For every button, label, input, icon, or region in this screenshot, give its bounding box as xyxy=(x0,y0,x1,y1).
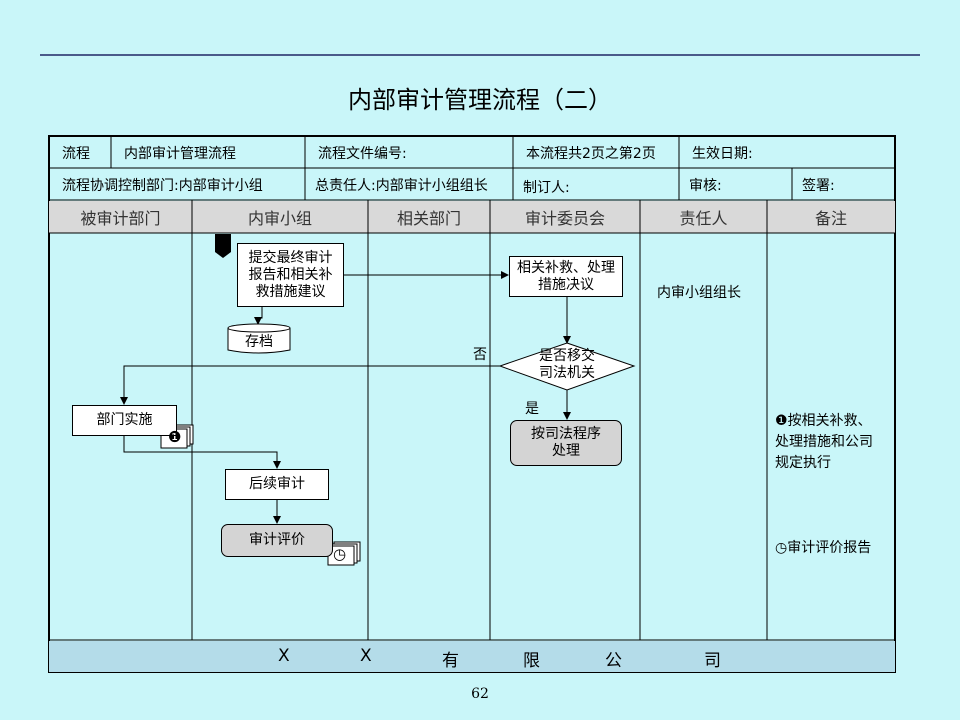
node-dept-implement: 部门实施 xyxy=(72,405,177,436)
node-submit-report-line1: 提交最终审计 xyxy=(248,249,333,266)
note1-text: ❶按相关补救、 处理措施和公司 规定执行 xyxy=(775,411,873,474)
note2-label: 审计评价报告 xyxy=(787,540,872,556)
header-reviewer: 审核: xyxy=(689,177,722,194)
lane-remarks: 备注 xyxy=(814,209,847,228)
note2-clock-icon: ◷ xyxy=(775,540,788,556)
footer-letter-5: 公 xyxy=(605,651,622,671)
lane-audited-dept: 被审计部门 xyxy=(80,209,161,228)
node-archive-label: 存档 xyxy=(245,334,273,350)
header-page-count: 本流程共2页之第2页 xyxy=(526,145,656,162)
page-number: 62 xyxy=(471,686,489,702)
note1-line3: 规定执行 xyxy=(775,455,831,471)
note1-marker: ❶ xyxy=(775,413,788,429)
clock-icon: ◷ xyxy=(333,545,347,563)
note1-line1: 按相关补救、 xyxy=(787,413,872,429)
node-audit-evaluation: 审计评价 xyxy=(221,524,333,557)
node-judicial-process: 按司法程序 处理 xyxy=(510,420,622,466)
archive-cylinder xyxy=(227,323,291,354)
top-rule xyxy=(40,54,920,56)
lane-separators xyxy=(191,200,768,640)
footer-letter-3: 有 xyxy=(442,651,459,671)
header-coordination-dept: 流程协调控制部门:内部审计小组 xyxy=(62,177,263,194)
note1-line2: 处理措施和公司 xyxy=(775,434,873,450)
header-signature: 签署: xyxy=(802,177,835,194)
footer-letter-6: 司 xyxy=(704,651,721,671)
marker-note1-on-doc: ❶ xyxy=(168,428,182,446)
footer-band xyxy=(49,641,895,672)
node-judicial-decision-line2: 司法机关 xyxy=(539,365,595,381)
footer-letter-2: X xyxy=(360,646,372,666)
node-submit-report: 提交最终审计 报告和相关补 救措施建议 xyxy=(237,243,344,307)
footer-letter-4: 限 xyxy=(523,651,540,671)
lane-related-dept: 相关部门 xyxy=(396,209,461,228)
footer-letter-1: X xyxy=(278,646,290,666)
edge-report-to-archive xyxy=(254,307,263,325)
lane-audit-committee: 审计委员会 xyxy=(524,209,605,228)
node-submit-report-line2: 报告和相关补 xyxy=(248,266,333,283)
page-title: 内部审计管理流程（二） xyxy=(348,86,612,114)
node-remedy-decision-line1: 相关补救、处理 xyxy=(517,259,615,276)
footer-company-name: X X 有 限 公 司 xyxy=(49,641,895,671)
edge-label-yes: 是 xyxy=(525,401,539,417)
header-effective-date: 生效日期: xyxy=(692,145,753,162)
lane-internal-audit-team: 内审小组 xyxy=(247,209,312,228)
edge-no-to-dept xyxy=(120,365,500,405)
note2-text: ◷审计评价报告 xyxy=(775,537,871,557)
node-judicial-decision: 是否移交 司法机关 xyxy=(510,348,624,382)
lane-header-band xyxy=(49,201,895,233)
edge-dept-to-followup xyxy=(123,436,281,469)
node-follow-up-audit: 后续审计 xyxy=(225,469,329,500)
node-submit-report-line3: 救措施建议 xyxy=(255,283,326,300)
node-judicial-process-line2: 处理 xyxy=(552,443,580,459)
node-remedy-decision-line2: 措施决议 xyxy=(538,276,594,293)
lane-responsible: 责任人 xyxy=(679,209,728,228)
judicial-decision-diamond xyxy=(498,342,636,391)
header-flow-label: 流程 xyxy=(62,145,90,162)
node-judicial-process-line1: 按司法程序 xyxy=(531,426,601,442)
header-owner: 总责任人:内部审计小组组长 xyxy=(315,177,488,194)
header-file-number: 流程文件编号: xyxy=(318,145,407,162)
node-judicial-decision-line1: 是否移交 xyxy=(539,348,595,364)
header-flow-name: 内部审计管理流程 xyxy=(124,145,236,162)
document-stack-clock xyxy=(327,541,361,566)
header-grid xyxy=(49,136,895,641)
edge-label-no: 否 xyxy=(473,347,487,363)
header-author: 制订人: xyxy=(523,179,570,196)
start-marker xyxy=(215,234,231,258)
node-remedy-decision: 相关补救、处理 措施决议 xyxy=(509,256,623,297)
responsible-person: 内审小组组长 xyxy=(657,285,741,301)
